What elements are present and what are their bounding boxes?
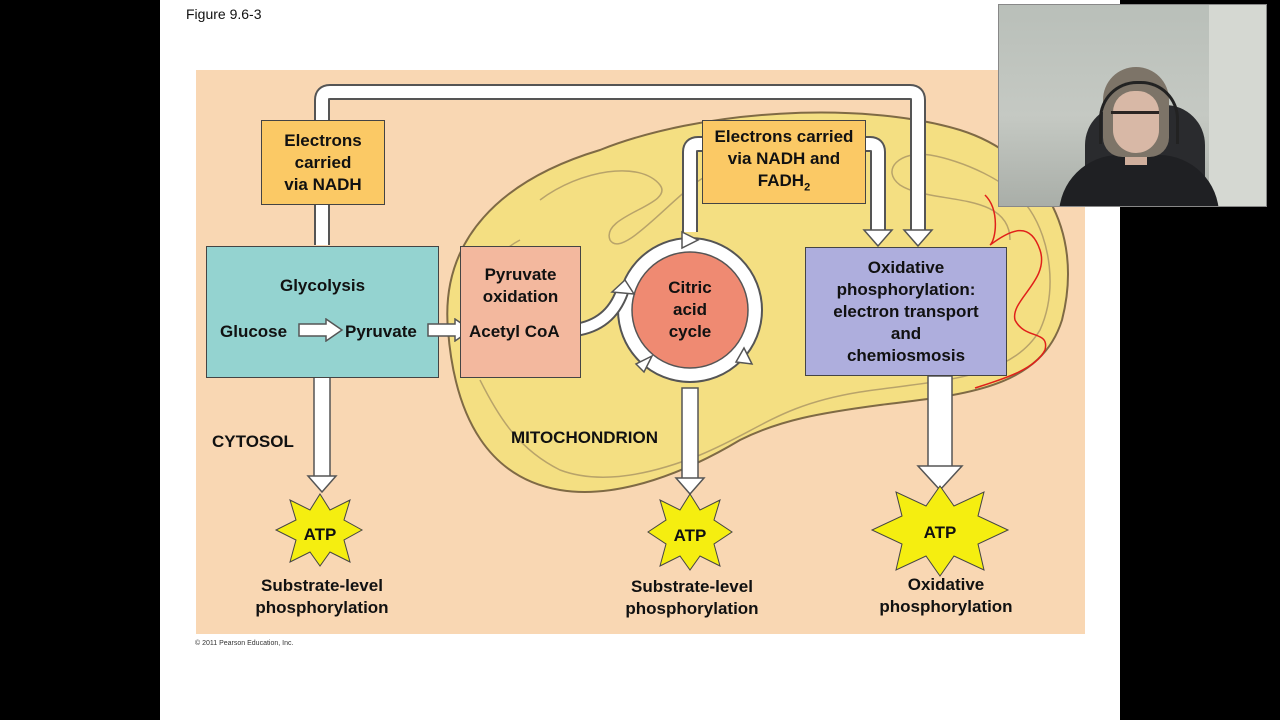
- output2-line1: Substrate-level: [631, 577, 753, 596]
- output3-line2: phosphorylation: [879, 597, 1013, 616]
- electrons-fadh2-line2: via NADH and: [727, 148, 841, 168]
- oxphos-line4: and: [890, 323, 922, 343]
- citric-acid-cycle-label: Citric acid cycle: [650, 277, 730, 343]
- acetyl-coa-label: Acetyl CoA: [469, 322, 560, 341]
- electrons-nadh-line2: carried: [294, 152, 352, 172]
- figure-label: Figure 9.6-3: [186, 6, 262, 22]
- electrons-nadh-box: Electrons carried via NADH: [261, 120, 385, 205]
- electrons-nadh-line1: Electrons: [284, 130, 362, 150]
- electrons-nadh-line3: via NADH: [284, 174, 362, 194]
- oxphos-atp-arrow: [916, 375, 964, 492]
- cytosol-label: CYTOSOL: [212, 432, 294, 451]
- output-label-1: Substrate-level phosphorylation: [232, 575, 412, 619]
- pyruvate-oxidation-line1: Pyruvate: [484, 265, 557, 284]
- fadh-subscript: 2: [804, 181, 811, 194]
- fadh-label: FADH: [757, 170, 805, 190]
- output3-line1: Oxidative: [907, 575, 985, 594]
- atp-star-3: [870, 485, 1010, 577]
- headset-icon: [1099, 81, 1179, 144]
- glucose-label: Glucose: [220, 322, 288, 341]
- electrons-nadh-fadh2-box: Electrons carried via NADH and FADH2: [702, 120, 866, 204]
- red-annotation-scribble: [974, 194, 1047, 389]
- glycolysis-atp-arrow: [306, 375, 338, 494]
- citric-line2: acid: [672, 300, 708, 319]
- output2-line2: phosphorylation: [625, 599, 759, 618]
- pyruvate-label: Pyruvate: [345, 322, 417, 341]
- atp-star-1: [274, 493, 364, 567]
- atp-label-1: ATP: [303, 525, 337, 544]
- output-label-3: Oxidative phosphorylation: [856, 574, 1036, 618]
- presenter-video-feed[interactable]: [998, 4, 1267, 207]
- pyruvate-oxidation-box: Pyruvate oxidation Acetyl CoA: [460, 246, 581, 378]
- copyright-notice: © 2011 Pearson Education, Inc.: [195, 640, 294, 647]
- oxphos-line5: chemiosmosis: [846, 345, 966, 365]
- glycolysis-box: Glycolysis Glucose Pyruvate: [206, 246, 439, 378]
- citric-line1: Citric: [668, 278, 712, 297]
- oxidative-phosphorylation-box: Oxidative phosphorylation: electron tran…: [805, 247, 1007, 376]
- citric-line3: cycle: [668, 322, 712, 341]
- background-door: [1209, 5, 1266, 206]
- oxphos-line3: electron transport: [833, 301, 979, 321]
- citric-atp-arrow: [674, 387, 706, 496]
- glucose-to-pyruvate-arrow: [298, 318, 344, 342]
- mitochondrion-label: MITOCHONDRION: [511, 428, 659, 447]
- oxphos-line1: Oxidative: [867, 257, 945, 277]
- atp-star-2: [647, 493, 733, 571]
- pyruvate-oxidation-line2: oxidation: [482, 287, 559, 306]
- output1-line2: phosphorylation: [255, 598, 389, 617]
- atp-label-3: ATP: [923, 523, 957, 542]
- oxphos-line2: phosphorylation:: [836, 279, 976, 299]
- glycolysis-title: Glycolysis: [279, 276, 366, 295]
- atp-label-2: ATP: [673, 526, 707, 545]
- citric-cycle-core: [631, 251, 749, 369]
- output1-line1: Substrate-level: [261, 576, 383, 595]
- output-label-2: Substrate-level phosphorylation: [602, 576, 782, 620]
- electrons-fadh2-line1: Electrons carried: [714, 126, 854, 146]
